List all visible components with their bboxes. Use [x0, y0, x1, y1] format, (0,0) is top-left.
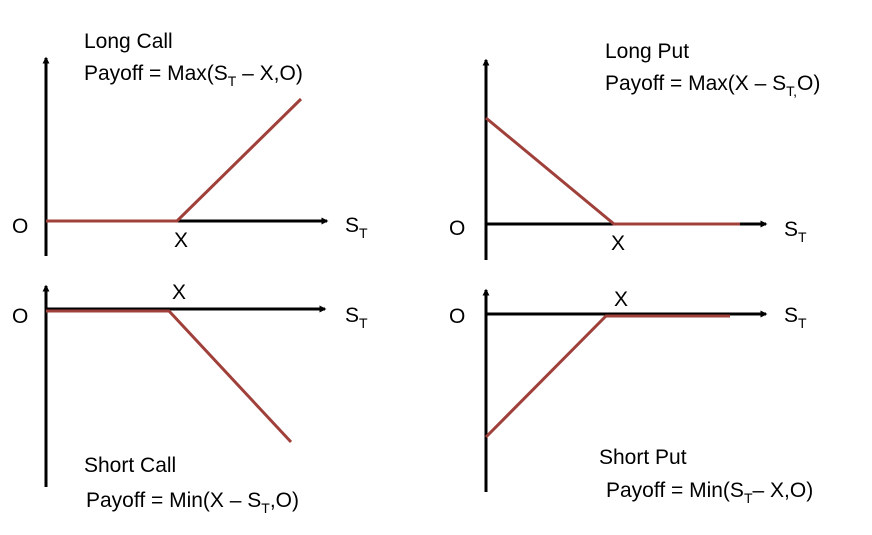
- payoff-line: [485, 116, 740, 226]
- strike-label: X: [172, 281, 186, 304]
- panel-title: Long Put: [605, 40, 689, 63]
- panel-title: Long Call: [84, 30, 173, 53]
- strike-label: X: [174, 229, 188, 252]
- axis-label-st: ST: [784, 218, 807, 245]
- origin-label: O: [12, 305, 28, 328]
- panel-long-put: Long Put Payoff = Max(X – ST,O) O X ST: [449, 40, 820, 260]
- strike-label: X: [611, 232, 625, 255]
- strike-label: X: [614, 288, 628, 311]
- payoff-formula: Payoff = Max(X – ST,O): [605, 72, 820, 99]
- payoff-formula: Payoff = Min(ST– X,O): [606, 479, 813, 506]
- panel-short-call: O X ST Short Call Payoff = Min(X – ST,O): [12, 281, 368, 516]
- payoff-formula: Payoff = Min(X – ST,O): [86, 489, 299, 516]
- payoff-line: [46, 97, 303, 223]
- panel-title: Short Put: [599, 446, 687, 469]
- payoff-formula: Payoff = Max(ST – X,O): [84, 62, 303, 89]
- origin-label: O: [449, 217, 465, 240]
- payoff-line: [484, 314, 730, 439]
- axis-label-st: ST: [345, 304, 368, 331]
- origin-label: O: [449, 305, 465, 328]
- panel-title: Short Call: [84, 454, 176, 477]
- panel-long-call: Long Call Payoff = Max(ST – X,O) O X ST: [12, 30, 368, 256]
- axis-label-st: ST: [784, 304, 807, 331]
- axis-label-st: ST: [345, 214, 368, 241]
- payoff-line: [46, 309, 293, 444]
- origin-label: O: [12, 215, 28, 238]
- panel-short-put: O X ST Short Put Payoff = Min(ST– X,O): [449, 288, 813, 506]
